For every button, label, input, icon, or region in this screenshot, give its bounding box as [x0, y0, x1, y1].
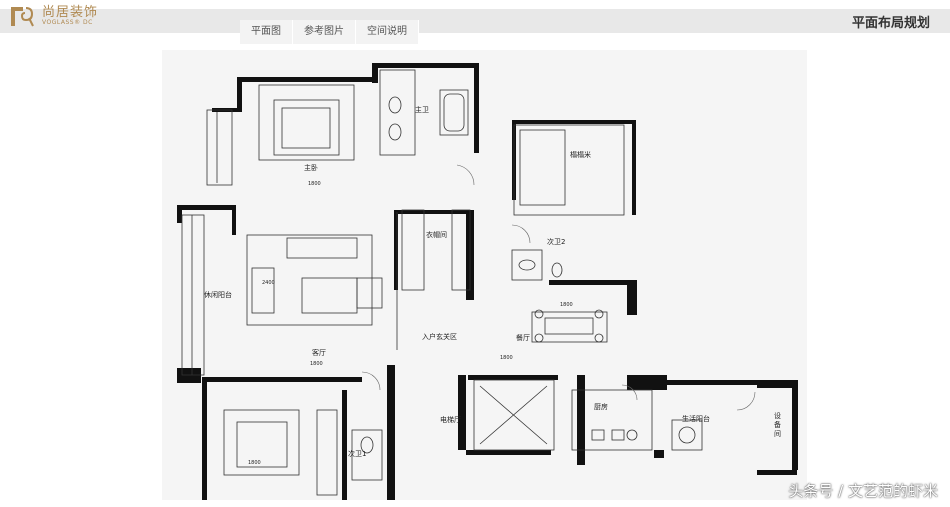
- top-bar: 尚居装饰 VOGLASS® DC 平面图 参考图片 空间说明 平面布局规划: [0, 0, 950, 44]
- dimension-label: 1800: [248, 460, 261, 466]
- room-label-master-bath: 主卫: [415, 106, 429, 114]
- dimension-label: 1800: [560, 302, 573, 308]
- room-label-elevator-hall: 电梯厅: [440, 416, 461, 424]
- brand-logo-icon: [11, 7, 34, 27]
- room-label-service-balcony: 生活阳台: [682, 415, 710, 423]
- tab-floor-plan[interactable]: 平面图: [240, 20, 293, 44]
- room-label-entrance: 入户玄关区: [422, 333, 457, 341]
- room-label-cloakroom: 衣帽间: [426, 231, 447, 239]
- room-label-living-room: 客厅: [312, 349, 326, 357]
- floor-plan-drawing: [177, 63, 798, 500]
- brand-logo[interactable]: 尚居装饰 VOGLASS® DC: [10, 4, 98, 28]
- dimension-label: 2400: [262, 280, 275, 286]
- page-title: 平面布局规划: [851, 16, 930, 31]
- room-label-master-bedroom: 主卧: [304, 164, 318, 172]
- dimension-label: 1800: [310, 361, 323, 367]
- tab-bar: 平面图 参考图片 空间说明: [240, 20, 419, 44]
- room-label-tatami: 榻榻米: [570, 151, 591, 159]
- brand-name-en: VOGLASS® DC: [42, 19, 93, 26]
- dimension-label: 1800: [500, 355, 513, 361]
- room-label-dining-room: 餐厅: [516, 334, 530, 342]
- watermark: 头条号 / 文艺范的虾米: [788, 482, 938, 500]
- tab-space-description[interactable]: 空间说明: [356, 20, 419, 44]
- brand-name: 尚居装饰: [42, 5, 99, 20]
- floor-plan: 主卧 主卫 榻榻米 衣帽间 次卫2 休闲阳台 客厅 入户玄关区 餐厅 电梯厅 厨…: [162, 50, 807, 500]
- tab-reference-images[interactable]: 参考图片: [293, 20, 356, 44]
- room-label-equipment-room: 设备间: [774, 412, 781, 438]
- room-label-second-bath-2: 次卫2: [547, 238, 566, 246]
- dimension-label: 1800: [308, 181, 321, 187]
- room-label-kitchen: 厨房: [594, 403, 608, 411]
- top-bar-background: [0, 9, 950, 33]
- room-label-leisure-balcony: 休闲阳台: [204, 291, 232, 299]
- room-label-second-bath-1: 次卫1: [348, 450, 367, 458]
